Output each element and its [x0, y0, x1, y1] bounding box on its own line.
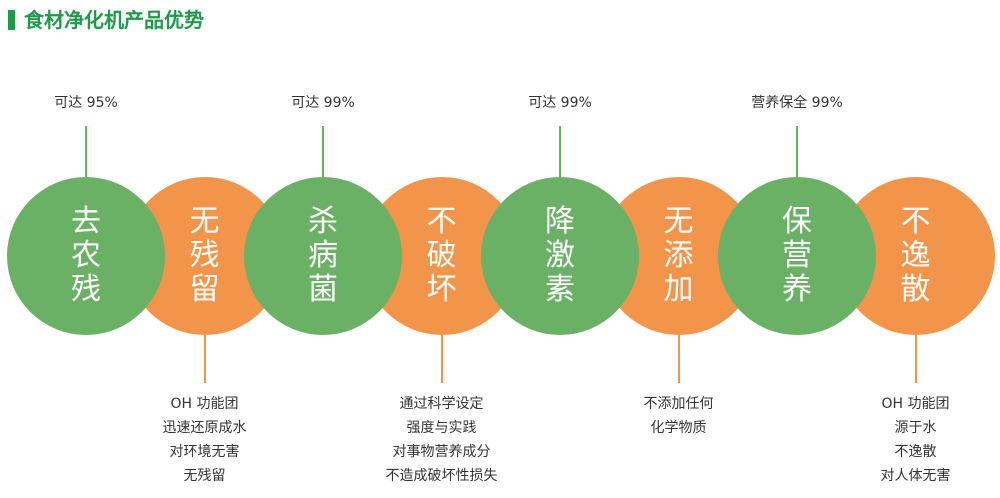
advantage-char: 病 [308, 238, 338, 273]
advantage-char: 坏 [426, 272, 457, 307]
advantage-char: 杀 [308, 204, 338, 239]
advantage-circle: 保营养 [718, 177, 876, 335]
description-line: 通过科学设定 [399, 396, 484, 412]
advantage-char: 养 [782, 272, 812, 307]
page-title: 食材净化机产品优势 [24, 8, 204, 32]
description-line: 不造成破坏性损失 [385, 468, 498, 484]
connector-line [914, 333, 917, 383]
advantage-char: 营 [782, 238, 812, 273]
title-accent-bar [8, 10, 15, 30]
advantage-char: 逸 [900, 238, 931, 273]
top-label: 可达 99% [528, 95, 592, 111]
connector-line [322, 126, 324, 179]
advantage-char: 残 [189, 238, 220, 273]
advantage-char: 残 [71, 272, 101, 307]
description-line: 迅速还原成水 [162, 420, 247, 436]
description-line: 强度与实践 [406, 420, 477, 436]
advantage-char: 不 [900, 204, 931, 239]
advantage-char: 散 [900, 272, 931, 307]
advantage-circle: 去农残 [7, 177, 165, 335]
bottom-description: OH 功能团源于水不逸散对人体无害 [881, 392, 951, 488]
advantage-char: 保 [782, 204, 812, 239]
advantage-circle: 杀病菌 [244, 177, 402, 335]
top-label: 营养保全 99% [751, 95, 843, 111]
advantage-char: 去 [71, 204, 101, 239]
description-line: OH 功能团 [170, 396, 239, 412]
description-line: 化学物质 [650, 420, 707, 436]
bottom-description: OH 功能团迅速还原成水对环境无害无残留 [163, 392, 247, 488]
description-line: 无残留 [183, 468, 226, 484]
advantage-char: 激 [545, 238, 575, 273]
description-line: 对人体无害 [880, 468, 951, 484]
advantage-circle: 降激素 [481, 177, 639, 335]
advantage-char: 添 [663, 238, 694, 273]
top-label: 可达 95% [54, 95, 118, 111]
advantage-char: 加 [663, 272, 694, 307]
advantage-char: 素 [545, 272, 575, 307]
advantage-char: 破 [426, 238, 457, 273]
description-line: 对事物营养成分 [392, 444, 491, 460]
advantage-char: 无 [189, 204, 220, 239]
connector-line [796, 126, 798, 179]
advantage-char: 留 [189, 272, 220, 307]
connector-line [559, 126, 561, 179]
advantage-char: 菌 [308, 272, 338, 307]
advantage-char: 降 [545, 204, 575, 239]
connector-line [677, 333, 680, 383]
advantage-char: 不 [426, 204, 457, 239]
description-line: 对环境无害 [169, 444, 240, 460]
bottom-description: 不添加任何化学物质 [644, 392, 714, 440]
advantage-char: 农 [71, 238, 101, 273]
bottom-description: 通过科学设定强度与实践对事物营养成分不造成破坏性损失 [386, 392, 498, 488]
advantage-char: 无 [663, 204, 694, 239]
description-line: 源于水 [894, 420, 937, 436]
connector-line [203, 333, 206, 383]
description-line: 不逸散 [894, 444, 937, 460]
connector-line [440, 333, 443, 383]
connector-line [85, 126, 87, 179]
description-line: 不添加任何 [643, 396, 714, 412]
description-line: OH 功能团 [881, 396, 950, 412]
top-label: 可达 99% [291, 95, 355, 111]
